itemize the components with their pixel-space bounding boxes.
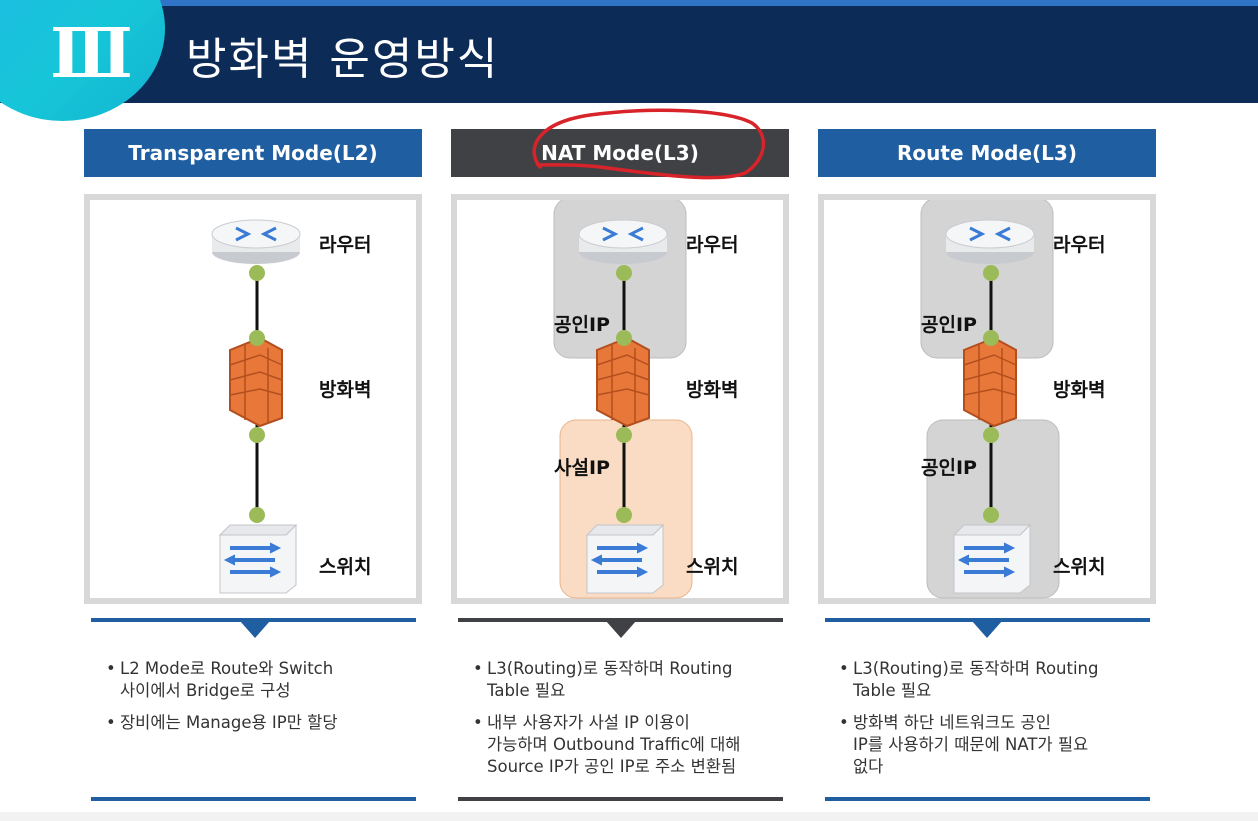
switch-icon (218, 523, 298, 594)
divider-top-nat (458, 618, 783, 622)
tab-route-mode: Route Mode(L3) (818, 129, 1156, 177)
switch-icon (952, 523, 1032, 594)
cable-node (616, 265, 632, 523)
description-route: L3(Routing)로 동작하며 Routing Table 필요 방화벽 하… (839, 658, 1159, 788)
divider-top-route (825, 618, 1150, 622)
diagram-panel-nat: 공인IP 사설IP 라우터 방화벽 스위치 (451, 194, 789, 604)
firewall-icon (229, 336, 283, 428)
red-circle-annotation (532, 108, 766, 180)
switch-label: 스위치 (1053, 556, 1105, 578)
switch-label: 스위치 (686, 556, 738, 578)
diagram-panel-transparent: 라우터 방화벽 스위치 (84, 194, 422, 604)
router-icon (578, 219, 668, 264)
router-label: 라우터 (319, 234, 371, 256)
public-ip-label: 공인IP (554, 314, 610, 336)
pointer-down-icon (606, 621, 636, 638)
firewall-label: 방화벽 (686, 379, 738, 401)
title-bar: Ⅲ 방화벽 운영방식 (0, 0, 1258, 121)
public-ip-label-lower: 공인IP (921, 457, 977, 479)
public-ip-label-upper: 공인IP (921, 314, 977, 336)
firewall-label: 방화벽 (319, 379, 371, 401)
bullet-item: 장비에는 Manage용 IP만 할당 (106, 712, 426, 734)
section-numeral: Ⅲ (50, 14, 133, 94)
tab-transparent-mode: Transparent Mode(L2) (84, 129, 422, 177)
divider-bottom-nat (458, 797, 783, 801)
pointer-down-icon (972, 621, 1002, 638)
bullet-item: L3(Routing)로 동작하며 Routing Table 필요 (839, 658, 1159, 702)
slide-footer (0, 812, 1258, 821)
bullet-item: 방화벽 하단 네트워크도 공인 IP를 사용하기 때문에 NAT가 필요 없다 (839, 712, 1159, 778)
diagram-panel-route: 공인IP 공인IP 라우터 방화벽 스위치 (818, 194, 1156, 604)
router-icon (211, 219, 301, 264)
private-ip-label: 사설IP (554, 457, 610, 479)
firewall-icon (596, 336, 650, 428)
bullet-item: L2 Mode로 Route와 Switch 사이에서 Bridge로 구성 (106, 658, 426, 702)
divider-bottom-transparent (91, 797, 416, 801)
bullet-item: 내부 사용자가 사설 IP 이용이 가능하며 Outbound Traffic에… (473, 712, 793, 778)
divider-bottom-route (825, 797, 1150, 801)
router-icon (945, 219, 1035, 264)
cable-node (983, 265, 999, 523)
router-label: 라우터 (1053, 234, 1105, 256)
tab-nat-mode-label: NAT Mode(L3) (541, 141, 699, 165)
firewall-icon (963, 336, 1017, 428)
page-title: 방화벽 운영방식 (186, 34, 500, 85)
switch-label: 스위치 (319, 556, 371, 578)
pointer-down-icon (240, 621, 270, 638)
router-label: 라우터 (686, 234, 738, 256)
network-diagram-transparent: 라우터 방화벽 스위치 (211, 219, 371, 594)
network-diagram-nat: 공인IP 사설IP 라우터 방화벽 스위치 (553, 200, 738, 599)
divider-top-transparent (91, 618, 416, 622)
description-nat: L3(Routing)로 동작하며 Routing Table 필요 내부 사용… (473, 658, 793, 788)
firewall-label: 방화벽 (1053, 379, 1105, 401)
bullet-item: L3(Routing)로 동작하며 Routing Table 필요 (473, 658, 793, 702)
cable-node (249, 265, 265, 523)
description-transparent: L2 Mode로 Route와 Switch 사이에서 Bridge로 구성 장… (106, 658, 426, 744)
network-diagram-route: 공인IP 공인IP 라우터 방화벽 스위치 (920, 200, 1105, 599)
switch-icon (585, 523, 665, 594)
